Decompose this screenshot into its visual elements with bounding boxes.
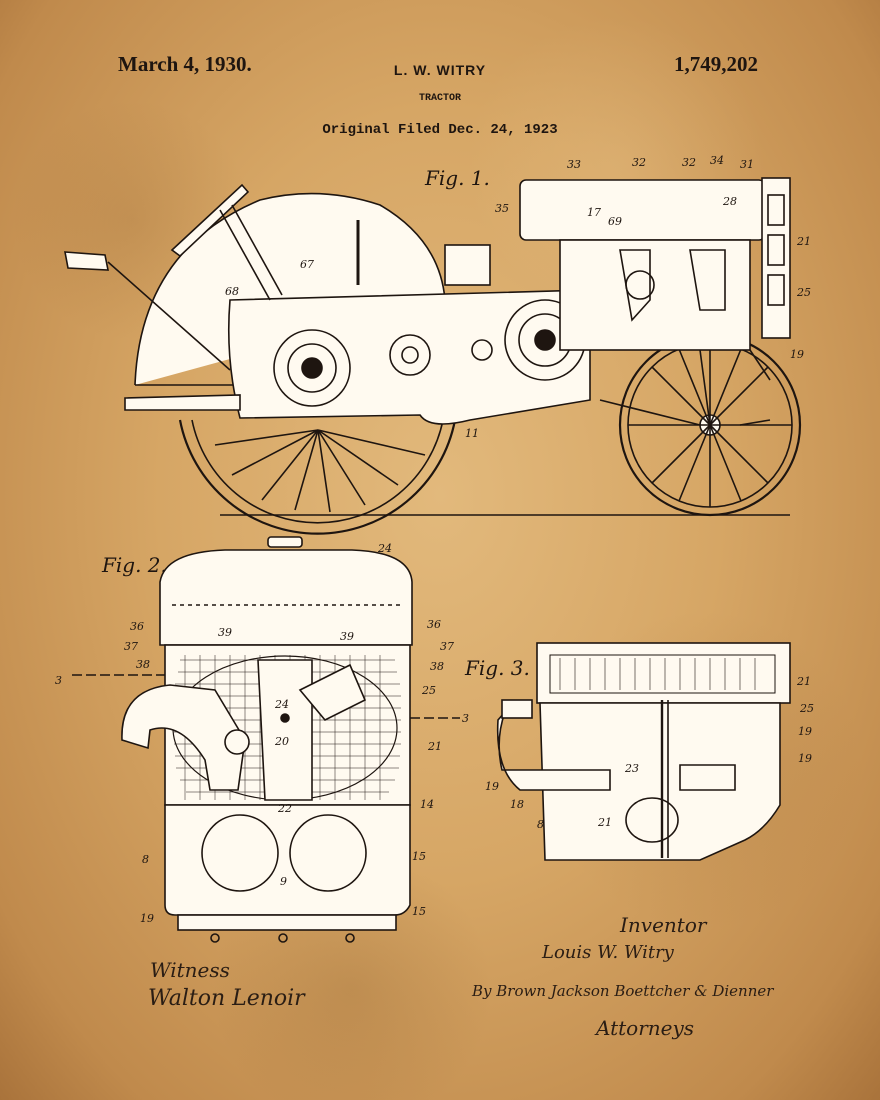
ref-19c: 19 xyxy=(798,725,812,738)
patent-date: March 4, 1930. xyxy=(118,52,252,76)
fig2-label: Fig. 2. xyxy=(101,553,167,577)
filed-date: Original Filed Dec. 24, 1923 xyxy=(322,122,558,138)
witness-label: Witness xyxy=(150,958,230,982)
patent-number: 1,749,202 xyxy=(674,52,758,76)
rear-wheel xyxy=(178,419,457,535)
ref-19e: 19 xyxy=(485,780,499,793)
ref-21c: 21 xyxy=(796,675,811,688)
ref-36: 36 xyxy=(130,620,144,633)
ref-15b: 15 xyxy=(412,905,426,918)
ref-11: 11 xyxy=(465,427,479,440)
ref-38b: 38 xyxy=(430,660,444,673)
ref-14: 14 xyxy=(420,798,434,811)
ref-69: 69 xyxy=(608,215,622,228)
ref-67: 67 xyxy=(300,258,314,271)
ref-38: 38 xyxy=(136,658,150,671)
ref-39: 39 xyxy=(218,626,232,639)
inventor-name: L. W. WITRY xyxy=(393,62,487,78)
ref-20: 20 xyxy=(274,735,289,748)
ref-19: 19 xyxy=(790,348,804,361)
ref-8: 8 xyxy=(142,853,149,866)
ref-17: 17 xyxy=(587,206,601,219)
ref-37: 37 xyxy=(124,640,138,653)
ref-3: 3 xyxy=(55,674,62,687)
ref-39b: 39 xyxy=(340,630,354,643)
ref-24b: 24 xyxy=(274,698,289,711)
ref-9: 9 xyxy=(280,875,287,888)
ref-32: 32 xyxy=(632,156,646,169)
ref-19d: 19 xyxy=(798,752,812,765)
ref-21: 21 xyxy=(796,235,811,248)
ref-28: 28 xyxy=(722,195,737,208)
fig3-label: Fig. 3. xyxy=(464,656,530,680)
ref-18: 18 xyxy=(510,798,524,811)
witness-signature: Walton Lenoir xyxy=(148,986,305,1011)
attorneys-signature: By Brown Jackson Boettcher & Dienner xyxy=(472,982,774,1000)
ref-32b: 32 xyxy=(682,156,696,169)
ref-31: 31 xyxy=(740,158,754,171)
ref-37b: 37 xyxy=(440,640,454,653)
ref-33: 33 xyxy=(567,158,581,171)
fig3-section-view xyxy=(496,642,791,861)
fig1-label: Fig. 1. xyxy=(424,166,490,190)
attorneys-label: Attorneys xyxy=(596,1016,695,1040)
reference-numerals: 33 32 32 34 31 35 17 69 28 68 67 11 21 2… xyxy=(55,154,814,925)
ref-34: 34 xyxy=(710,154,724,167)
ref-35: 35 xyxy=(495,202,509,215)
ref-19b: 19 xyxy=(140,912,154,925)
ref-22: 22 xyxy=(277,802,292,815)
ref-21b: 21 xyxy=(427,740,442,753)
ref-68: 68 xyxy=(225,285,239,298)
ref-24: 24 xyxy=(377,542,392,555)
fig2-front-engine-view xyxy=(72,536,460,943)
ref-8b: 8 xyxy=(537,818,544,831)
ref-23: 23 xyxy=(624,762,639,775)
ref-25c: 25 xyxy=(799,702,814,715)
ref-21d: 21 xyxy=(597,816,612,829)
patent-title: TRACTOR xyxy=(418,93,461,104)
ref-3b: 3 xyxy=(462,712,469,725)
ref-25b: 25 xyxy=(421,684,436,697)
ref-25: 25 xyxy=(796,286,811,299)
inventor-signature: Louis W. Witry xyxy=(542,942,674,963)
ref-15: 15 xyxy=(412,850,426,863)
inventor-label: Inventor xyxy=(620,913,707,937)
fig1-tractor-side-view xyxy=(64,177,802,535)
ref-36b: 36 xyxy=(427,618,441,631)
